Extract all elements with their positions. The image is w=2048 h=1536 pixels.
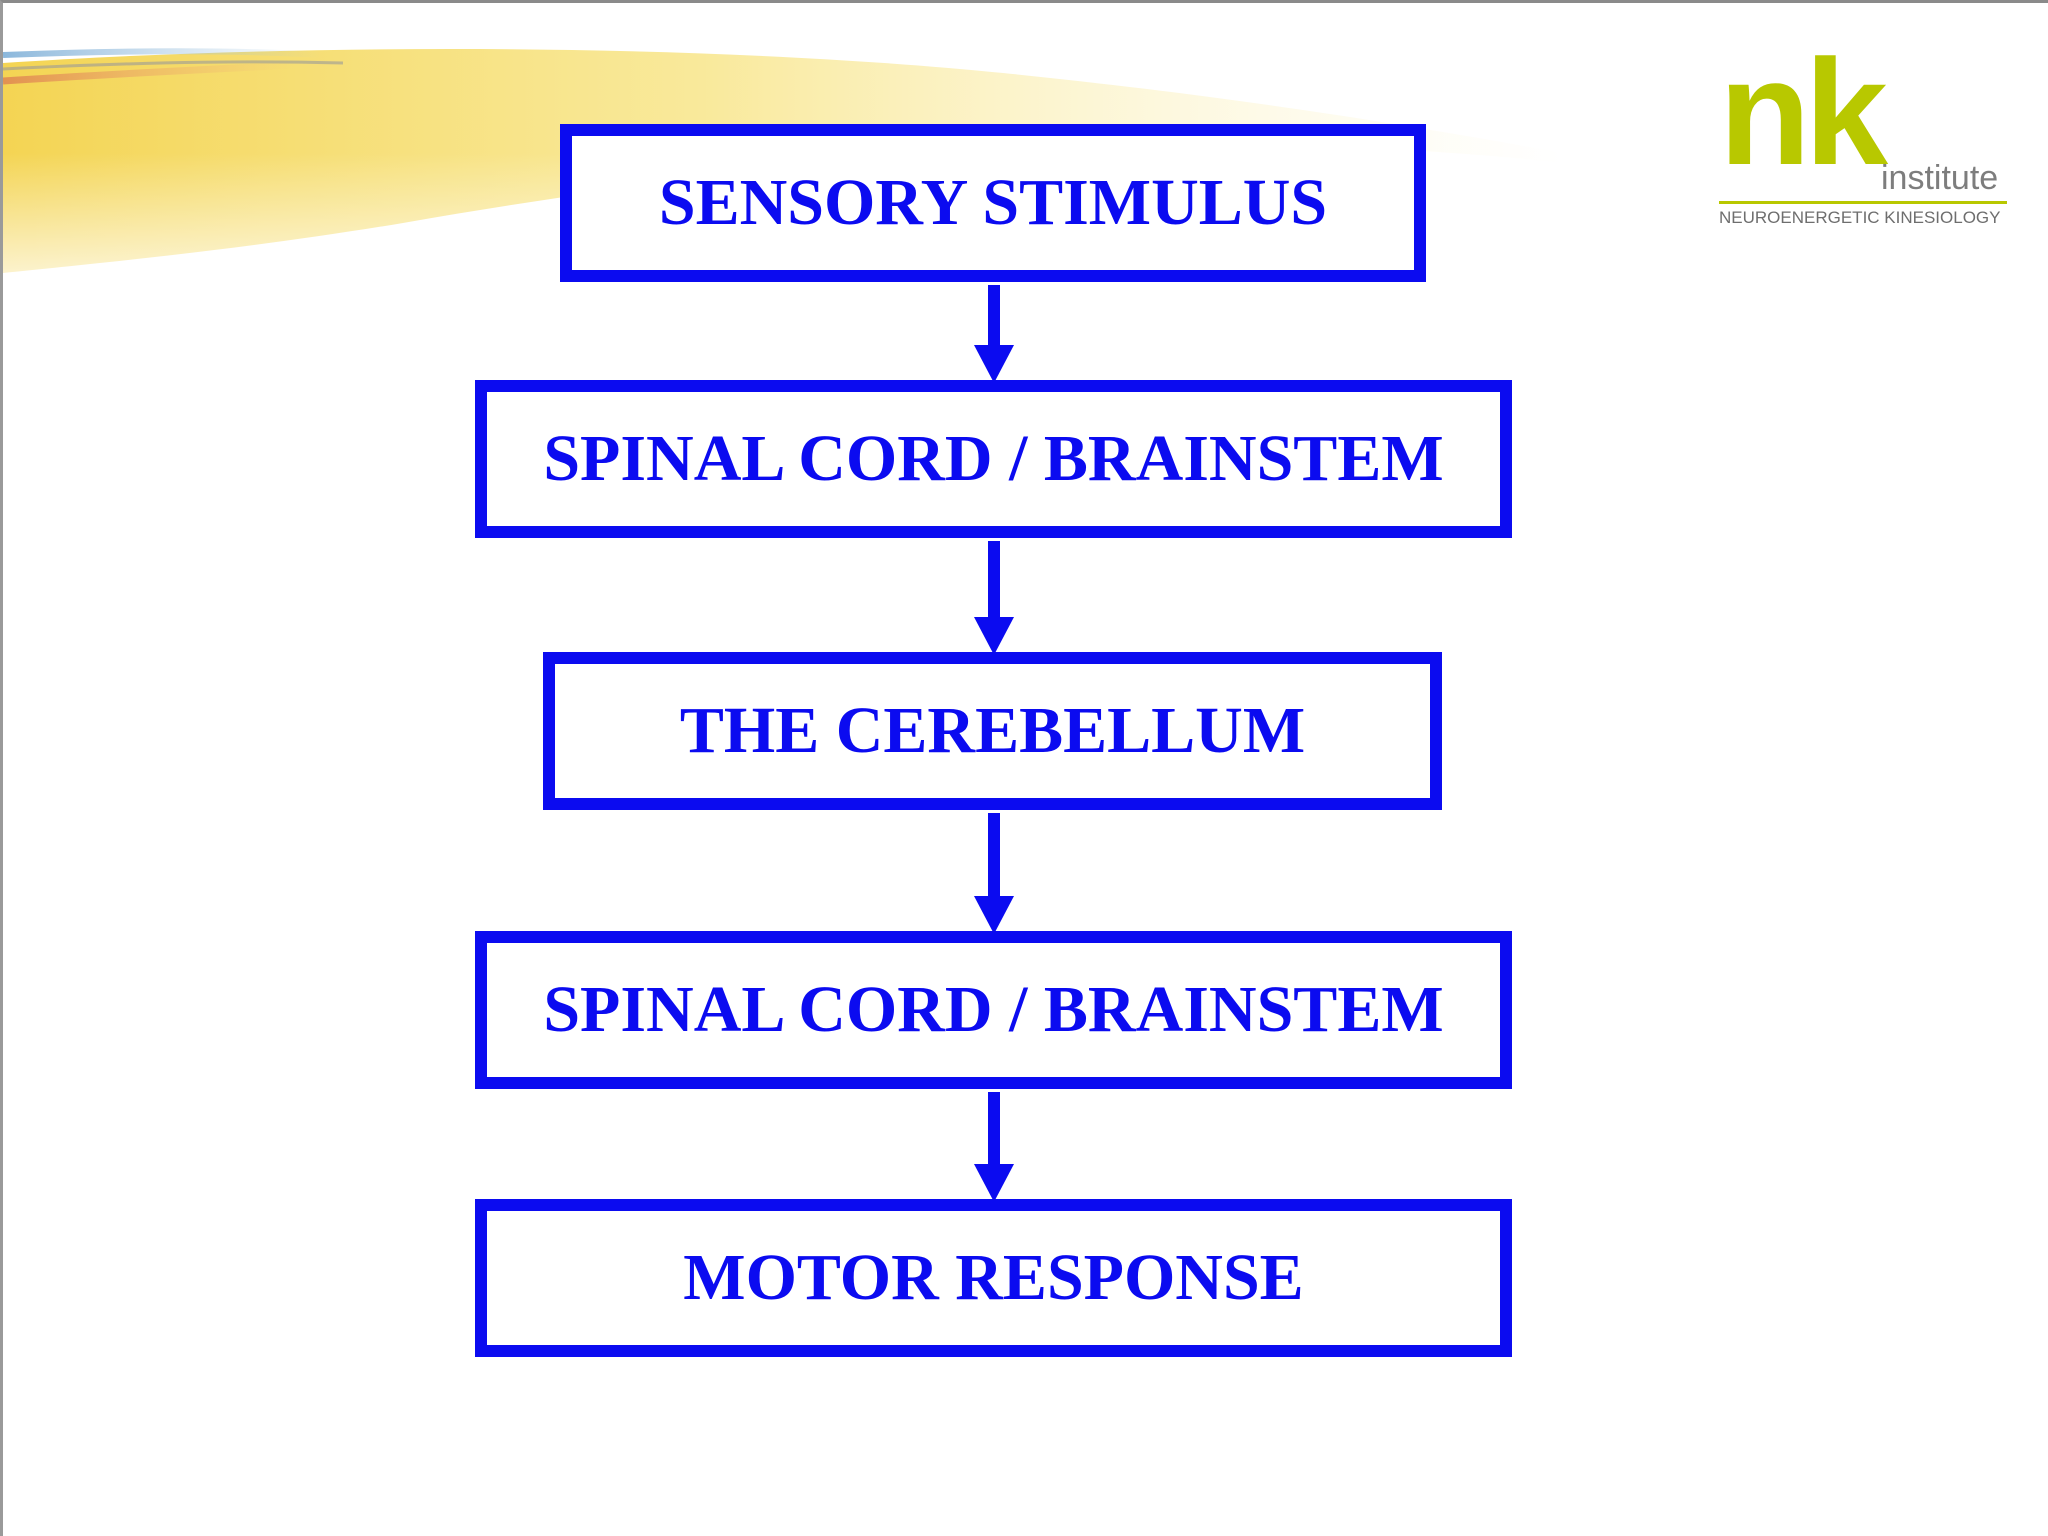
node-label: SPINAL CORD / BRAINSTEM — [543, 973, 1444, 1046]
node-label: SPINAL CORD / BRAINSTEM — [543, 422, 1444, 495]
logo-word: institute — [1881, 159, 1999, 197]
node-spinal-cord-brainstem-1: SPINAL CORD / BRAINSTEM — [475, 380, 1512, 538]
node-label: SENSORY STIMULUS — [658, 166, 1328, 239]
node-label: THE CEREBELLUM — [679, 694, 1306, 767]
swoosh-blue-stroke — [3, 48, 324, 58]
nk-institute-logo: nk institute NEUROENERGETIC KINESIOLOGY — [1719, 37, 2009, 237]
swoosh-orange-stroke — [3, 61, 294, 85]
arrowhead-spinal-cord-brainstem-2-to-motor-response — [974, 1164, 1014, 1202]
node-the-cerebellum: THE CEREBELLUM — [543, 652, 1442, 810]
swoosh-gray-stroke — [3, 60, 344, 71]
node-label: MOTOR RESPONSE — [683, 1241, 1304, 1314]
arrowhead-sensory-stimulus-to-spinal-cord-brainstem-1 — [974, 345, 1014, 383]
arrowhead-the-cerebellum-to-spinal-cord-brainstem-2 — [974, 896, 1014, 934]
node-motor-response: MOTOR RESPONSE — [475, 1199, 1512, 1357]
node-spinal-cord-brainstem-2: SPINAL CORD / BRAINSTEM — [475, 931, 1512, 1089]
node-sensory-stimulus: SENSORY STIMULUS — [560, 124, 1426, 282]
logo-letters: nk — [1719, 28, 1888, 196]
flowchart-edges — [974, 285, 1014, 1202]
arrowhead-spinal-cord-brainstem-1-to-the-cerebellum — [974, 617, 1014, 655]
logo-rule — [1719, 201, 2007, 204]
flowchart — [974, 285, 1014, 1202]
logo-tagline: NEUROENERGETIC KINESIOLOGY — [1719, 208, 2001, 227]
